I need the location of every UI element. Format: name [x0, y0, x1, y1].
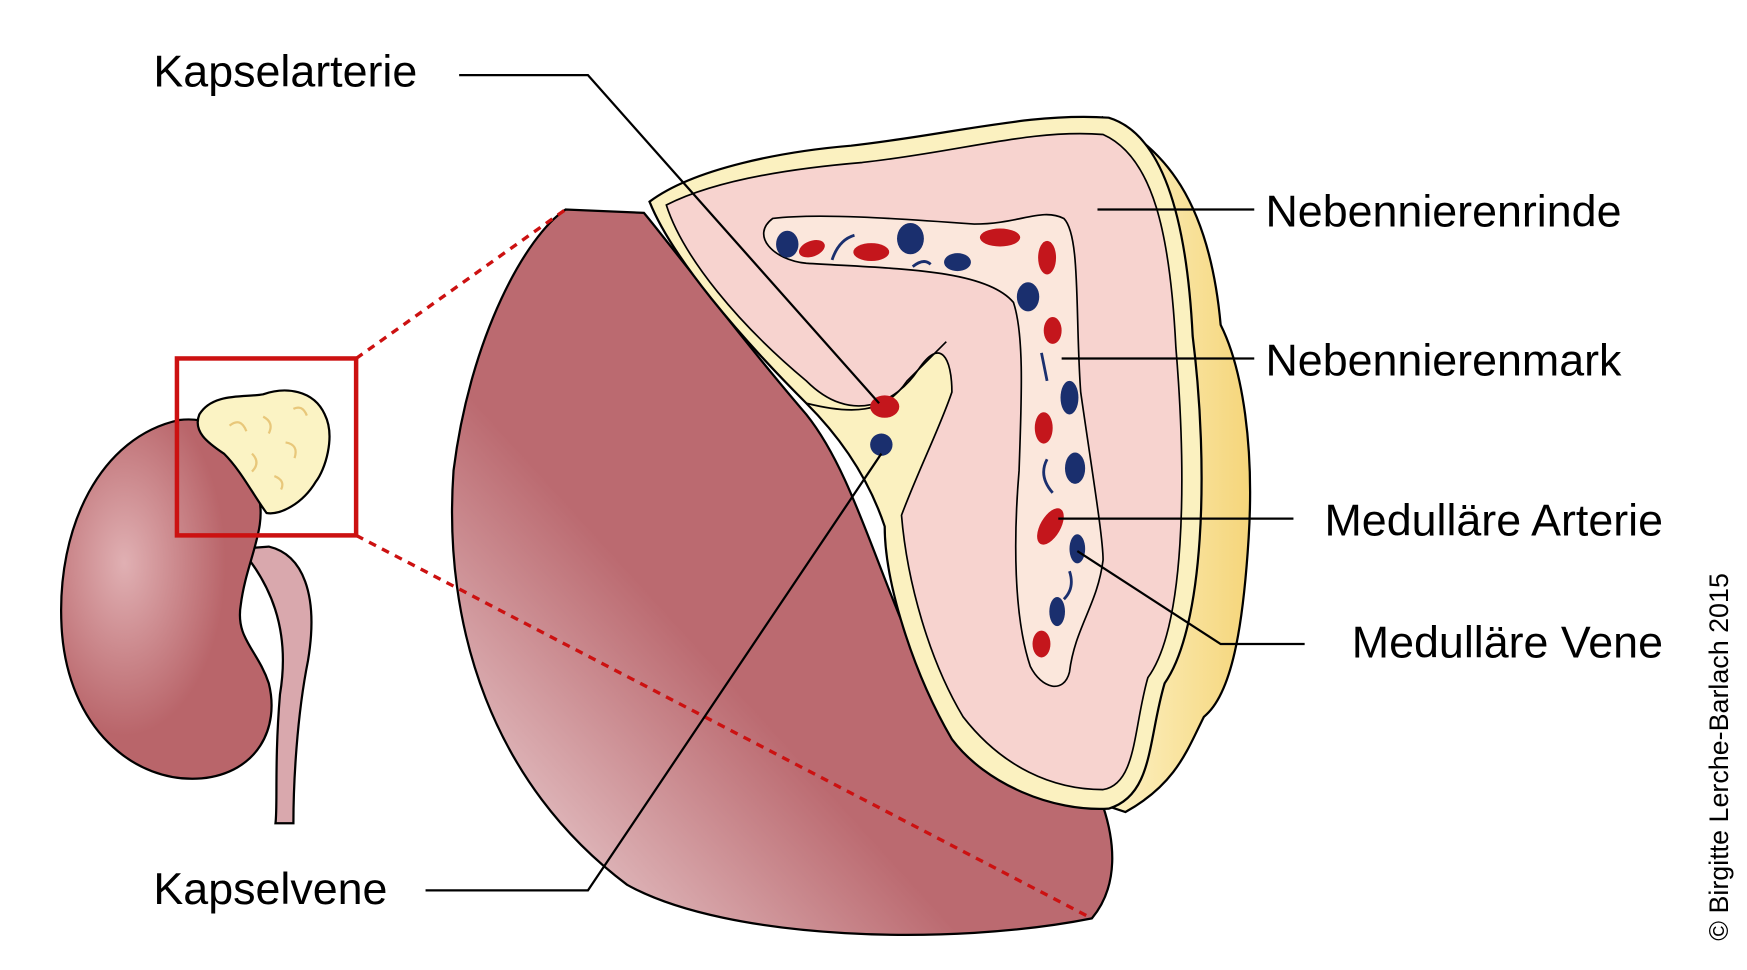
label-kapselvene: Kapselvene — [153, 864, 387, 914]
label-medullaere-vene: Medulläre Vene — [1352, 617, 1663, 667]
leader-kapselvene — [425, 453, 883, 892]
veins — [776, 222, 1086, 627]
nebennierenmark-region — [762, 213, 1104, 688]
adrenal-gland-small — [196, 389, 331, 515]
leader-medullaere-vene — [1076, 550, 1305, 646]
label-medullaere-arterie: Medulläre Arterie — [1324, 495, 1663, 545]
kidney-section — [450, 208, 1114, 936]
zoom-box — [174, 356, 359, 538]
copyright: © Birgitte Lerche-Barlach 2015 — [1704, 573, 1734, 941]
label-kapselarterie: Kapselarterie — [153, 46, 417, 96]
label-nebennierenmark: Nebennierenmark — [1265, 335, 1622, 385]
zoom-line-bottom — [355, 533, 1093, 920]
kapselvene-vessel — [870, 433, 893, 456]
kidney-overview — [60, 356, 359, 825]
leader-kapselarterie — [459, 74, 880, 404]
arteries — [798, 228, 1064, 658]
label-nebennierenrinde: Nebennierenrinde — [1265, 186, 1621, 236]
